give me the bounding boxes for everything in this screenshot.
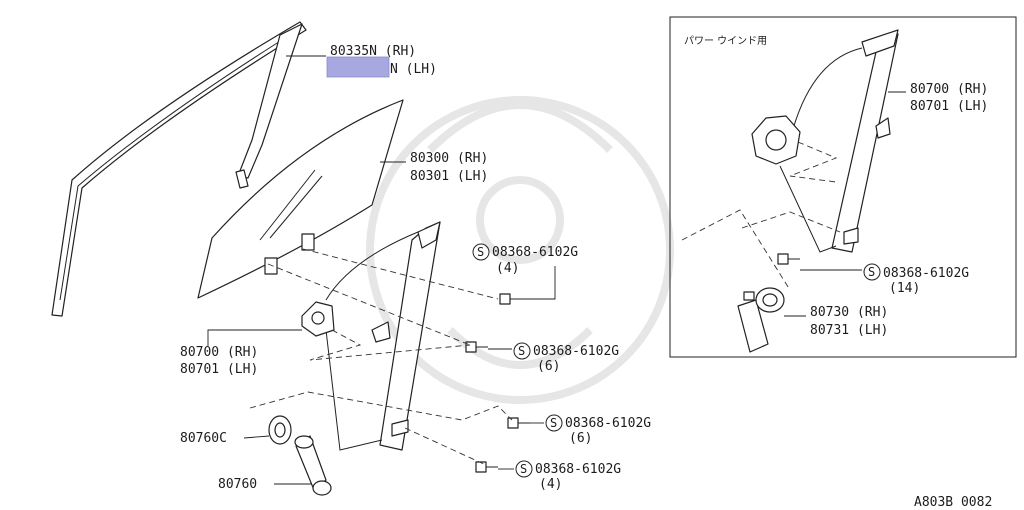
inset-title: パワー ウインド用 <box>684 35 767 47</box>
screw-symbol-d <box>515 460 533 478</box>
callout-regulator-channel: 80335N (RH) N (LH) <box>286 44 437 78</box>
redaction-box <box>326 56 390 78</box>
diagram-code: A803B 0082 <box>914 495 992 510</box>
inset-callout-regulator: 80700 (RH) 80701 (LH) <box>888 82 988 114</box>
bolt-c-part-no: 08368-6102G <box>565 416 651 431</box>
bolt-a-part <box>499 293 522 305</box>
bolt-d-part <box>475 461 498 473</box>
bolt-d-part-no: 08368-6102G <box>535 462 621 477</box>
callout-bolt-c: S 08368-6102G (6) <box>530 414 651 446</box>
assembly-lines <box>249 248 513 466</box>
callout-bolt-d: S 08368-6102G (4) <box>498 460 621 492</box>
bolt-b-qty: (6) <box>537 359 560 374</box>
screw-symbol-c <box>545 414 563 432</box>
svg-text:S: S <box>520 462 527 476</box>
callout-glass: 80300 (RH) 80301 (LH) <box>380 151 488 184</box>
callout-regulator-line2: 80701 (LH) <box>180 362 258 377</box>
bolt-a-qty: (4) <box>496 261 519 276</box>
bolt-c-part <box>507 417 530 429</box>
inset-regulator-line1: 80700 (RH) <box>910 82 988 97</box>
callout-channel-line1: 80335N (RH) <box>330 44 416 59</box>
inset-bolt-part <box>777 253 800 265</box>
inset-callout-motor: 80730 (RH) 80731 (LH) <box>784 305 888 338</box>
door-glass-part <box>197 99 404 299</box>
svg-text:S: S <box>518 344 525 358</box>
callout-escutcheon: 80760C <box>180 431 270 446</box>
screw-symbol-a <box>472 243 490 261</box>
callout-regulator: 80700 (RH) 80701 (LH) <box>180 329 302 377</box>
power-window-inset: パワー ウインド用 <box>669 16 1017 358</box>
glass-run-channel-part <box>51 21 307 317</box>
inset-motor-part <box>737 287 785 353</box>
bolt-b-part <box>465 341 488 353</box>
svg-text:S: S <box>550 416 557 430</box>
screw-symbol-b <box>513 342 531 360</box>
callout-bolt-a: S 08368-6102G (4) <box>472 243 578 300</box>
callout-regulator-line1: 80700 (RH) <box>180 345 258 360</box>
bolt-b-part-no: 08368-6102G <box>533 344 619 359</box>
callout-bolt-b: S 08368-6102G (6) <box>488 342 619 374</box>
bolt-c-qty: (6) <box>569 431 592 446</box>
inset-regulator-part <box>751 29 899 253</box>
handle-part-no: 80760 <box>218 477 257 492</box>
escutcheon-part-no: 80760C <box>180 431 227 446</box>
inset-callout-bolt: S 08368-6102G (14) <box>800 263 969 296</box>
inset-bolt-qty: (14) <box>889 281 920 296</box>
escutcheon-part <box>268 415 292 445</box>
inset-regulator-line2: 80701 (LH) <box>910 99 988 114</box>
bolt-d-qty: (4) <box>539 477 562 492</box>
inset-bolt-part-no: 08368-6102G <box>883 266 969 281</box>
window-regulator-part <box>301 221 441 451</box>
callout-channel-line2: N (LH) <box>390 62 437 77</box>
callout-glass-line2: 80301 (LH) <box>410 169 488 184</box>
svg-text:S: S <box>477 245 484 259</box>
inset-motor-line2: 80731 (LH) <box>810 323 888 338</box>
callout-glass-line1: 80300 (RH) <box>410 151 488 166</box>
regulator-handle-part <box>294 435 332 496</box>
svg-text:S: S <box>868 265 875 279</box>
callout-handle: 80760 <box>218 477 312 492</box>
inset-motor-line1: 80730 (RH) <box>810 305 888 320</box>
inset-screw-symbol <box>863 263 881 281</box>
bolt-a-part-no: 08368-6102G <box>492 245 578 260</box>
